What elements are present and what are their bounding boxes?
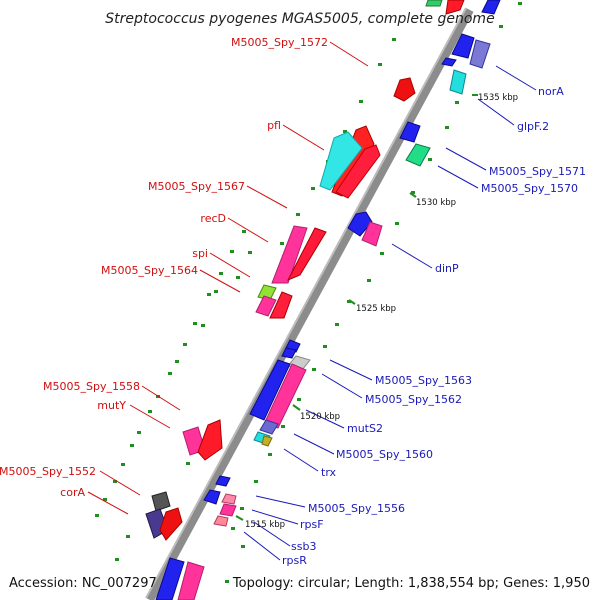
label-M5005_Spy_1558: M5005_Spy_1558 xyxy=(43,380,140,393)
gene-M5005_Spy_1564 xyxy=(255,295,277,317)
tick-1535kbp: 1535 kbp xyxy=(478,93,518,103)
label-M5005_Spy_1552: M5005_Spy_1552 xyxy=(0,465,96,478)
label-ssb3: ssb3 xyxy=(291,540,316,553)
gene-glpF.2 xyxy=(449,69,467,95)
gene-ssb3 xyxy=(213,515,229,527)
gene-M5005_Spy_1567-b xyxy=(335,144,381,199)
gene-norA xyxy=(451,33,475,59)
label-recD: recD xyxy=(200,212,226,225)
label-M5005_Spy_1570: M5005_Spy_1570 xyxy=(481,182,578,195)
scale-ticks xyxy=(235,94,478,521)
gene-M5005_Spy_1562-b xyxy=(263,363,307,429)
gene-recD xyxy=(271,225,308,284)
gene-M5005_Spy_1572 xyxy=(393,77,416,102)
tick-1515kbp: 1515 kbp xyxy=(245,520,285,530)
guide-dots xyxy=(95,2,522,583)
gene-norA-b xyxy=(469,39,491,69)
gene-dinP xyxy=(347,211,373,237)
right-leaders xyxy=(243,65,537,561)
label-M5005_Spy_1564: M5005_Spy_1564 xyxy=(101,264,198,277)
gene-rpsR xyxy=(203,489,221,505)
gene-M5005_Spy_1556 xyxy=(221,493,237,505)
gene-corA-b xyxy=(159,507,183,541)
label-spi: spi xyxy=(192,247,208,260)
tick-1525kbp: 1525 kbp xyxy=(356,304,396,314)
gene-top-blue xyxy=(481,0,501,15)
label-norA: norA xyxy=(538,85,564,98)
gene-dinP-b xyxy=(361,221,383,247)
gene-M5005_Spy_1558 xyxy=(197,419,223,461)
gene-top-red xyxy=(445,0,465,15)
gene-trx xyxy=(261,435,273,447)
label-mutY: mutY xyxy=(97,399,126,412)
label-M5005_Spy_1567: M5005_Spy_1567 xyxy=(148,180,245,193)
genome-backbone xyxy=(146,8,474,600)
gene-top-green xyxy=(425,0,443,7)
gene-small-blue-3 xyxy=(441,57,457,67)
tick-1520kbp: 1520 kbp xyxy=(300,412,340,422)
forward-strand-genes xyxy=(145,0,465,600)
gene-rpsF xyxy=(219,503,237,517)
right-gene-labels: norA glpF.2 M5005_Spy_1571 M5005_Spy_157… xyxy=(282,85,586,567)
gene-M5005_Spy_1567 xyxy=(286,227,327,281)
gene-bottom-pink xyxy=(177,561,205,600)
label-mutS2: mutS2 xyxy=(347,422,383,435)
label-M5005_Spy_1562: M5005_Spy_1562 xyxy=(365,393,462,406)
label-trx: trx xyxy=(321,466,337,479)
label-corA: corA xyxy=(60,486,85,499)
gene-M5005_Spy_1571 xyxy=(399,121,421,143)
label-dinP: dinP xyxy=(435,262,459,275)
backbone-highlight xyxy=(145,7,467,599)
label-pfl: pfl xyxy=(267,119,281,132)
label-glpF.2: glpF.2 xyxy=(517,120,549,133)
label-M5005_Spy_1571: M5005_Spy_1571 xyxy=(489,165,586,178)
label-rpsF: rpsF xyxy=(300,518,324,531)
label-M5005_Spy_1560: M5005_Spy_1560 xyxy=(336,448,433,461)
left-gene-labels: M5005_Spy_1572 pfl M5005_Spy_1567 recD s… xyxy=(0,36,328,499)
gene-small-blue-4 xyxy=(215,475,231,487)
label-M5005_Spy_1563: M5005_Spy_1563 xyxy=(375,374,472,387)
gene-M5005_Spy_1564-b xyxy=(269,291,293,319)
gene-M5005_Spy_1562 xyxy=(249,359,291,421)
scale-tick-labels: 1535 kbp 1530 kbp 1525 kbp 1520 kbp 1515… xyxy=(245,93,518,530)
reverse-strand-genes xyxy=(203,0,501,527)
label-rpsR: rpsR xyxy=(282,554,307,567)
gene-mutS2 xyxy=(259,419,279,435)
gene-M5005_Spy_1570 xyxy=(405,143,431,167)
gene-M5005_Spy_1552 xyxy=(151,491,171,512)
tick-1530kbp: 1530 kbp xyxy=(416,198,456,208)
gene-bottom-blue xyxy=(155,557,185,600)
topology-text: Topology: circular; Length: 1,838,554 bp… xyxy=(232,576,590,591)
gene-small-blue-2 xyxy=(281,347,297,359)
gene-pfl xyxy=(319,131,363,191)
genome-title: Streptococcus pyogenes MGAS5005, complet… xyxy=(105,11,494,27)
label-M5005_Spy_1556: M5005_Spy_1556 xyxy=(308,502,405,515)
left-leaders xyxy=(87,41,369,515)
accession-text: Accession: NC_007297 xyxy=(9,576,157,591)
label-M5005_Spy_1572: M5005_Spy_1572 xyxy=(231,36,328,49)
